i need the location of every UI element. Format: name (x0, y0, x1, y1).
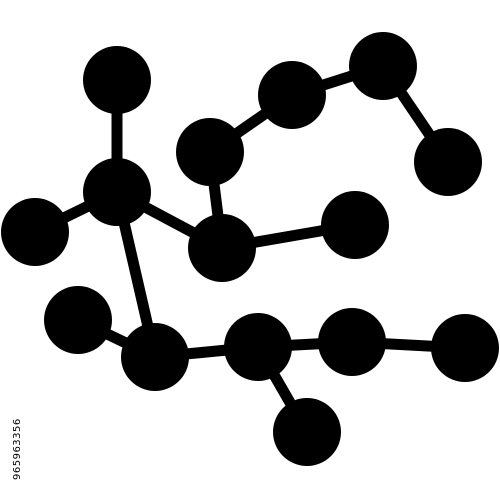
atom-node (1, 198, 69, 266)
atom-node (273, 398, 341, 466)
atom-node (349, 32, 417, 100)
atom-node (83, 158, 151, 226)
atom-node (44, 286, 112, 354)
atom-node (176, 118, 244, 186)
atom-node (431, 314, 499, 382)
stock-id-watermark: 965963356 (12, 418, 23, 480)
atom-node (83, 46, 151, 114)
atom-node (321, 191, 389, 259)
atom-node (121, 323, 189, 391)
atom-node (188, 214, 256, 282)
atom-node (224, 313, 292, 381)
atom-node (318, 308, 386, 376)
atom-node (258, 61, 326, 129)
atom-node (414, 128, 482, 196)
